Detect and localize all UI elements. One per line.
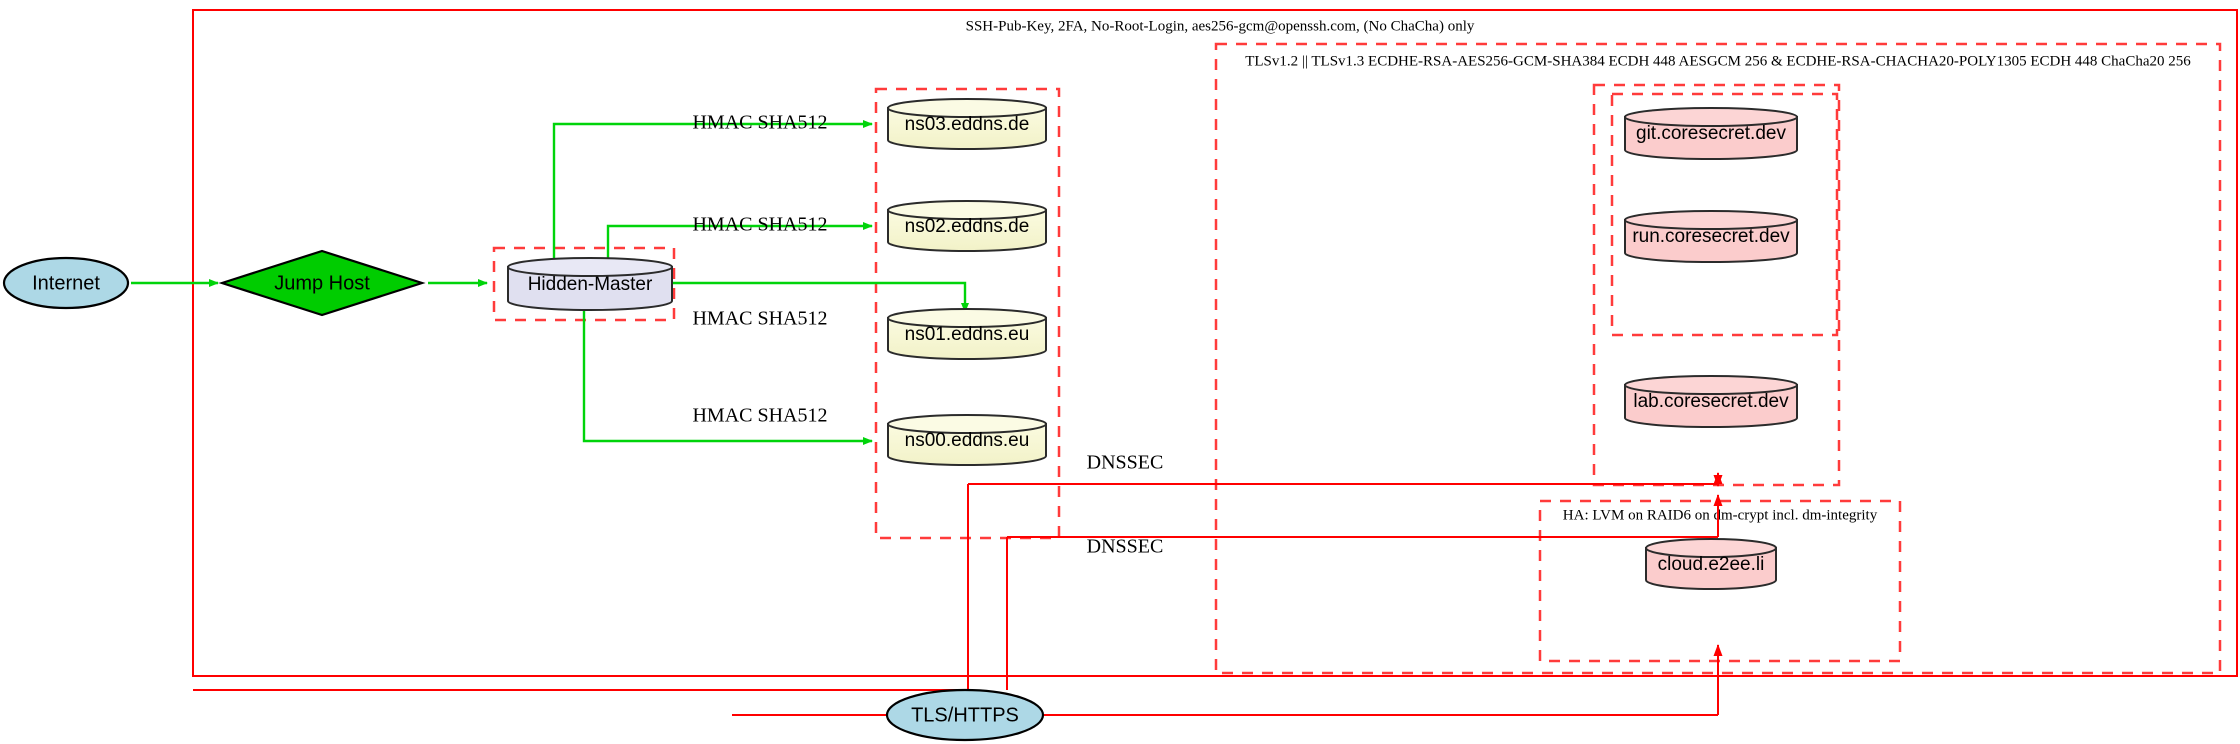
node-hidden-master-top (507, 257, 673, 277)
node-ns02-label: ns02.eddns.de (905, 216, 1030, 237)
node-run-coresecret[interactable]: run.coresecret.dev (1624, 210, 1798, 263)
node-tls-https-shape[interactable] (885, 688, 1045, 742)
node-cloud-body[interactable] (1645, 547, 1777, 590)
node-ns00-label: ns00.eddns.eu (905, 430, 1030, 451)
node-ns02-top (887, 200, 1047, 220)
node-ns00-body[interactable] (887, 423, 1047, 466)
node-lab-body[interactable] (1624, 384, 1798, 428)
node-cloud-e2ee[interactable]: cloud.e2ee.li (1645, 538, 1777, 590)
node-hidden-master[interactable]: Hidden-Master (507, 257, 673, 311)
node-git-label: git.coresecret.dev (1636, 123, 1786, 144)
node-git-top (1624, 107, 1798, 127)
node-ns00[interactable]: ns00.eddns.eu (887, 414, 1047, 466)
node-run-top (1624, 210, 1798, 230)
node-git-body[interactable] (1624, 116, 1798, 160)
edge-hiddenmaster-to-ns02: HMAC SHA512 (606, 214, 873, 266)
node-ns01-label: ns01.eddns.eu (905, 324, 1030, 345)
edge-hm-ns00-path (582, 304, 873, 445)
edge-label-hmac-ns01: HMAC SHA512 (692, 308, 827, 330)
node-lab-top (1624, 375, 1798, 395)
node-internet[interactable]: Internet (2, 256, 130, 310)
edge-hiddenmaster-to-ns01: HMAC SHA512 (668, 281, 969, 330)
node-cloud-top (1645, 538, 1777, 558)
edge-hiddenmaster-to-ns03: HMAC SHA512 (552, 112, 873, 265)
edge-label-hmac-ns00: HMAC SHA512 (692, 405, 827, 427)
node-tls-https-label: TLS/HTTPS (911, 704, 1019, 726)
node-tls-https[interactable]: TLS/HTTPS (885, 688, 1045, 742)
node-jump-host[interactable]: Jump Host (218, 249, 426, 317)
node-ns03-top (887, 98, 1047, 118)
node-git-coresecret[interactable]: git.coresecret.dev (1624, 107, 1798, 160)
cluster-coresecret-inner-box (1610, 92, 1839, 337)
node-cloud-label: cloud.e2ee.li (1658, 554, 1765, 575)
node-hidden-master-body[interactable] (507, 266, 673, 311)
edge-label-dnssec-upper: DNSSEC (1087, 452, 1164, 474)
edge-label-hmac-ns02: HMAC SHA512 (692, 214, 827, 236)
node-ns03-label: ns03.eddns.de (905, 114, 1030, 135)
node-ns03[interactable]: ns03.eddns.de (887, 98, 1047, 150)
cluster-outer-ssh: SSH-Pub-Key, 2FA, No-Root-Login, aes256-… (192, 9, 2238, 677)
cluster-tls-suite-border (1214, 42, 2222, 675)
node-jump-host-shape[interactable] (218, 249, 426, 317)
cluster-outer-ssh-label: SSH-Pub-Key, 2FA, No-Root-Login, aes256-… (966, 18, 1475, 34)
node-hidden-master-label: Hidden-Master (528, 274, 653, 295)
node-ns01-body[interactable] (887, 317, 1047, 360)
node-lab-coresecret[interactable]: lab.coresecret.dev (1624, 375, 1798, 428)
node-internet-shape[interactable] (2, 256, 130, 310)
node-ns00-top (887, 414, 1047, 434)
cluster-outer-ssh-border (192, 9, 2238, 677)
edge-hm-ns02-path (606, 222, 873, 266)
node-run-label: run.coresecret.dev (1632, 226, 1790, 247)
node-ns03-body[interactable] (887, 107, 1047, 150)
edge-label-hmac-ns03: HMAC SHA512 (692, 112, 827, 134)
node-ns01-top (887, 308, 1047, 328)
node-ns01[interactable]: ns01.eddns.eu (887, 308, 1047, 360)
edge-tls-to-coresecret (967, 472, 1723, 690)
node-ns02-body[interactable] (887, 209, 1047, 252)
edge-hm-ns03-path (552, 120, 873, 265)
node-jump-host-label: Jump Host (274, 272, 370, 294)
node-internet-label: Internet (32, 272, 100, 294)
edge-tls-bottom-right (732, 644, 1723, 716)
edge-label-dnssec-lower: DNSSEC (1087, 536, 1164, 558)
edge-hm-ns01-path (668, 281, 969, 313)
cluster-tls-suite-label: TLSv1.2 || TLSv1.3 ECDHE-RSA-AES256-GCM-… (1245, 53, 2191, 69)
node-run-body[interactable] (1624, 219, 1798, 263)
cluster-tls-suite: TLSv1.2 || TLSv1.3 ECDHE-RSA-AES256-GCM-… (1214, 42, 2222, 675)
edge-tls-to-ha (1006, 536, 1718, 690)
edge-hiddenmaster-to-ns00: HMAC SHA512 (582, 304, 873, 445)
cluster-coresecret-inner-border (1610, 92, 1839, 337)
node-ns02[interactable]: ns02.eddns.de (887, 200, 1047, 252)
node-lab-label: lab.coresecret.dev (1633, 391, 1789, 412)
cluster-ha-storage-label: HA: LVM on RAID6 on dm-crypt incl. dm-in… (1563, 507, 1878, 523)
